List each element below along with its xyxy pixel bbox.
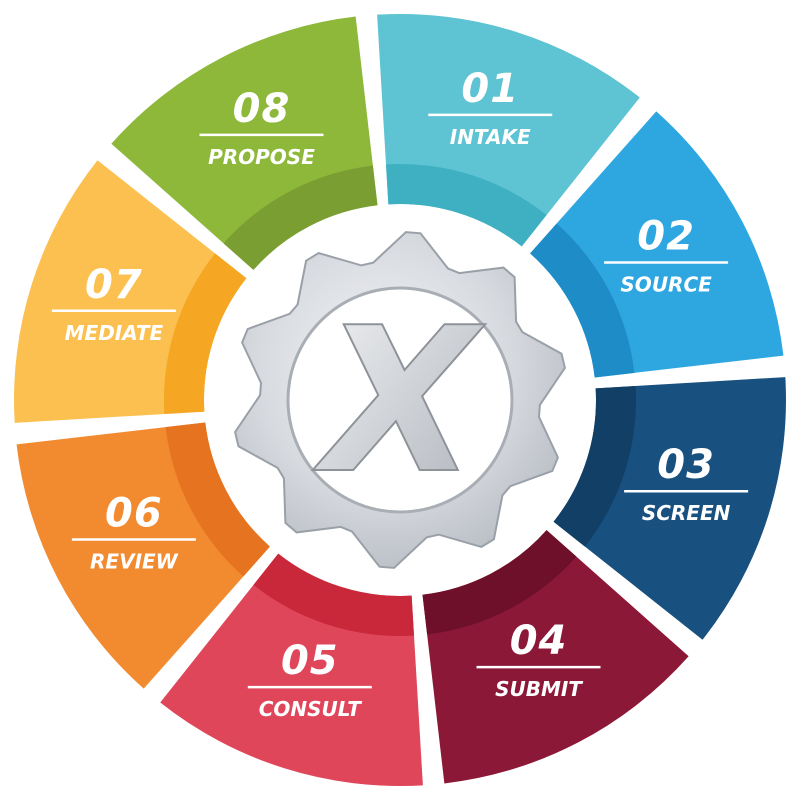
step-label: PROPOSE xyxy=(208,145,315,169)
step-label: SUBMIT xyxy=(495,677,583,701)
step-label: REVIEW xyxy=(90,550,179,574)
segment-inner-band xyxy=(386,164,547,247)
step-label: CONSULT xyxy=(259,697,362,721)
step-number: 07 xyxy=(85,262,143,308)
step-label: SCREEN xyxy=(642,501,731,525)
step-number: 05 xyxy=(281,638,339,684)
segment-inner-band xyxy=(422,530,577,635)
step-label: MEDIATE xyxy=(65,321,164,345)
step-label: INTAKE xyxy=(450,125,531,149)
step-number: 08 xyxy=(233,86,291,132)
segment-inner-band xyxy=(553,386,637,547)
segment-inner-band xyxy=(223,165,378,270)
step-number: 06 xyxy=(105,491,163,537)
step-number: 01 xyxy=(461,66,519,112)
segment-inner-band xyxy=(164,253,247,414)
step-segments: 01INTAKE02SOURCE03SCREEN04SUBMIT05CONSUL… xyxy=(14,13,786,786)
step-number: 03 xyxy=(657,442,715,488)
segment-inner-band xyxy=(530,223,635,378)
step-number: 02 xyxy=(637,213,695,259)
step-number: 04 xyxy=(510,618,568,664)
center-gear: X xyxy=(208,208,592,592)
logo-letter: X xyxy=(312,285,486,518)
gear-inner-ring xyxy=(286,286,514,514)
segment-inner-band xyxy=(165,422,270,577)
step-label: SOURCE xyxy=(620,272,712,296)
segment-inner-band xyxy=(253,553,414,637)
